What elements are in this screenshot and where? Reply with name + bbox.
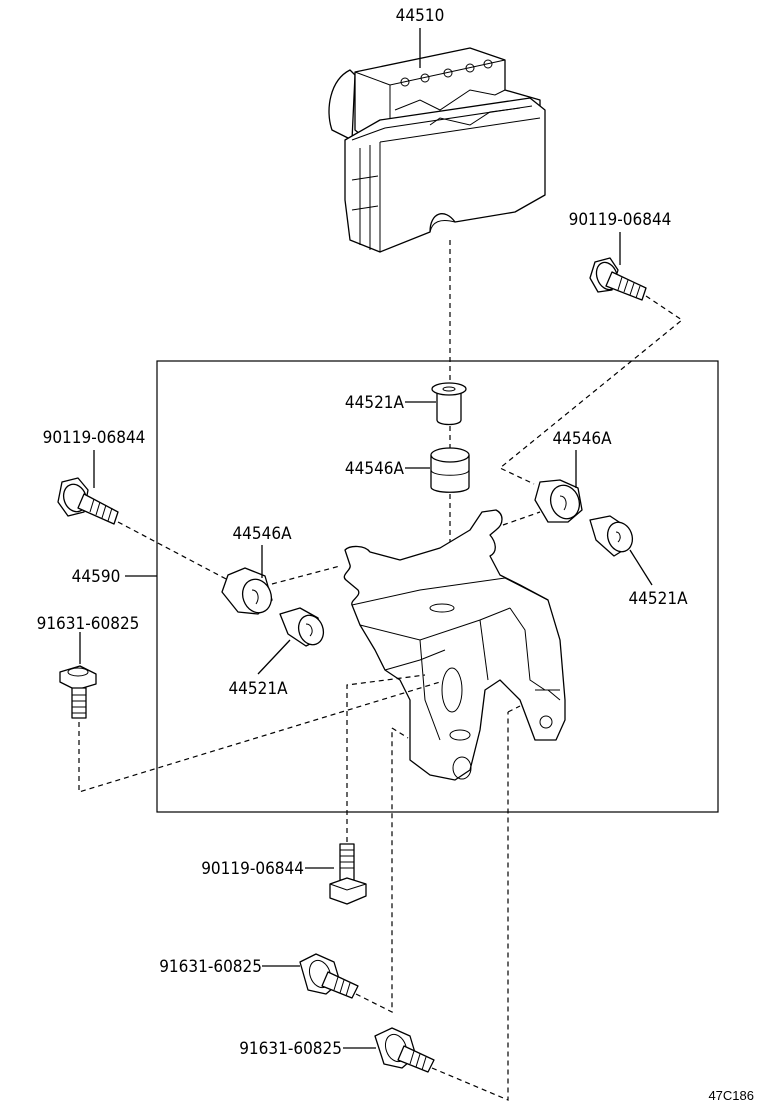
bolt-91631-bottom-2 [374,1027,435,1073]
bushing-44546A-center [430,447,470,493]
dashed-bracket-left-tab [391,727,409,739]
dashed-bushing-left [271,565,341,585]
label-44510: 44510 [396,6,445,26]
bracket-44590 [343,509,566,781]
label-44546A-right: 44546A [552,429,612,449]
dashed-bolt-91631-bottom-2 [431,712,509,1101]
label-91631-bottom-1: 91631-60825 [159,957,262,977]
label-91631-left: 91631-60825 [37,614,140,634]
collar-44521A-left [279,607,325,647]
dashed-bolt-left [117,521,229,581]
label-44546A-center: 44546A [345,459,405,479]
bolt-90119-top-right [589,257,647,301]
collar-44521A-center [431,382,467,426]
bolt-91631-left [59,665,97,719]
dashed-top-bolt [498,295,684,485]
abs-actuator-44510 [328,47,546,253]
dashed-bracket-right-tab [507,705,521,713]
bolt-90119-bottom [329,843,367,905]
bolt-91631-bottom-1 [299,953,359,999]
label-90119-left: 90119-06844 [43,428,146,448]
bushing-44546A-right [534,479,583,523]
figure-code: 47C186 [708,1088,754,1103]
leader-44521A-left [257,639,291,675]
leader-44521A-right [629,549,653,586]
label-44521A-center: 44521A [345,393,405,413]
label-91631-bottom-2: 91631-60825 [239,1039,342,1059]
dashed-bolt-90119-bottom [346,674,426,842]
label-44521A-left: 44521A [228,679,288,699]
label-90119-bottom: 90119-06844 [201,859,304,879]
dashed-bushing-right [502,511,541,526]
bracket-assembly-frame [156,360,719,813]
bolt-90119-left [57,477,119,525]
bushing-44546A-left [221,567,273,615]
dashed-bolt-91631-bottom-1 [355,728,393,1013]
collar-44521A-right [589,515,634,557]
label-44546A-left: 44546A [232,524,292,544]
label-44521A-right: 44521A [628,589,688,609]
label-44590: 44590 [72,567,121,587]
label-90119-top: 90119-06844 [569,210,672,230]
